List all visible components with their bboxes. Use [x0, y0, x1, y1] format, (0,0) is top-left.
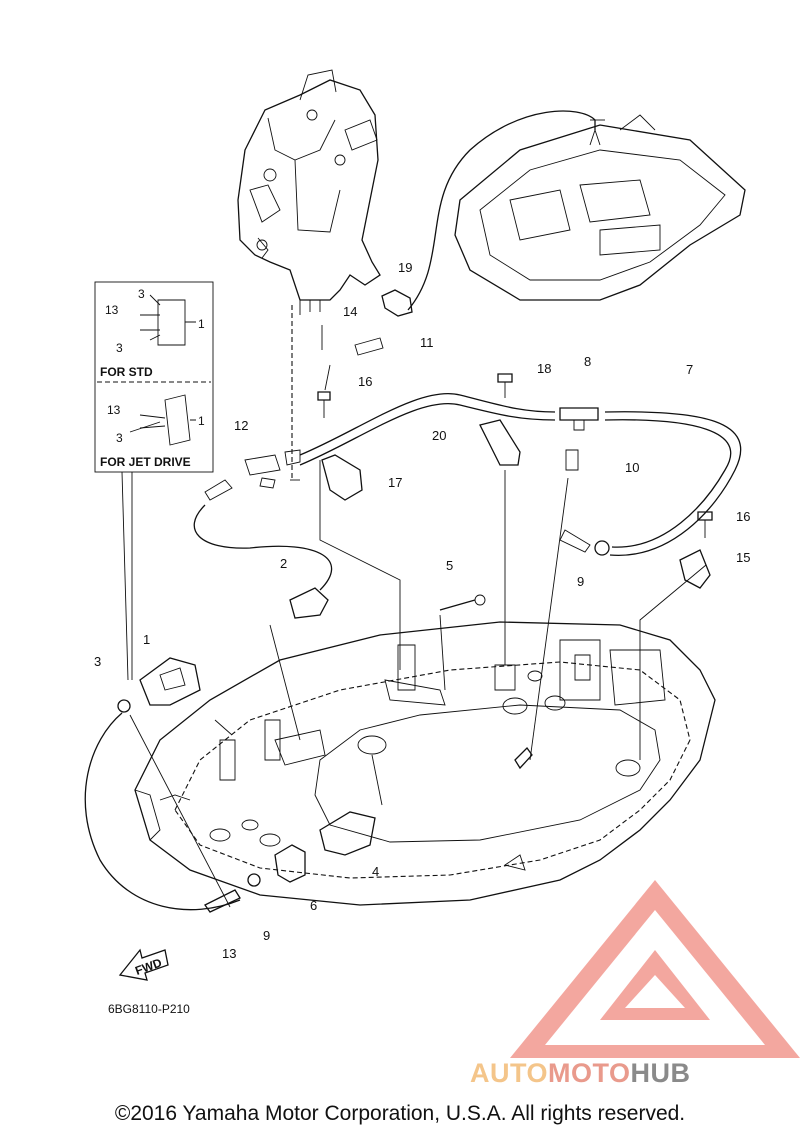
callout-16-right: 16 — [736, 509, 750, 524]
inset-std — [94, 281, 214, 473]
copyright-notice: ©2016 Yamaha Motor Corporation, U.S.A. A… — [114, 1102, 686, 1125]
watermark-hub: HUB — [630, 1058, 691, 1088]
inset-leader — [121, 471, 133, 681]
part-number: 6BG8110-P210 — [108, 1002, 190, 1016]
watermark-moto: MOTO — [548, 1058, 631, 1088]
fwd-arrow-icon — [118, 948, 169, 981]
inset-jet-label-1: 1 — [198, 414, 205, 428]
fwd-label: FWD — [133, 955, 164, 978]
callout-6: 6 — [310, 898, 317, 913]
callout-7: 7 — [686, 362, 693, 377]
callout-12: 12 — [234, 418, 248, 433]
inset-std-label-3a: 3 — [138, 287, 145, 301]
parts — [117, 289, 713, 913]
callout-9-lower: 9 — [263, 928, 270, 943]
inset-jet-label-13: 13 — [107, 403, 121, 417]
callout-9-upper: 9 — [577, 574, 584, 589]
callout-1: 1 — [143, 632, 150, 647]
callout-14: 14 — [343, 304, 357, 319]
callout-10: 10 — [625, 460, 639, 475]
inset-std-label-3b: 3 — [116, 341, 123, 355]
inset-jet-label-3: 3 — [116, 431, 123, 445]
inset-std-caption: FOR STD — [100, 365, 153, 379]
callout-20: 20 — [432, 428, 446, 443]
callout-8: 8 — [584, 354, 591, 369]
inset-jet-caption: FOR JET DRIVE — [100, 455, 191, 469]
hoses — [84, 110, 742, 911]
watermark-auto: AUTO — [470, 1058, 549, 1088]
engine-block — [237, 69, 381, 481]
callout-13: 13 — [222, 946, 236, 961]
callout-15: 15 — [736, 550, 750, 565]
callout-18: 18 — [537, 361, 551, 376]
callout-11: 11 — [420, 335, 434, 350]
callout-16-upper: 16 — [358, 374, 372, 389]
top-cover — [454, 114, 746, 301]
callout-2: 2 — [280, 556, 287, 571]
inset-jet — [129, 394, 196, 446]
watermark-logo — [510, 880, 800, 1058]
callouts: 1 2 3 4 5 6 7 8 9 9 10 11 12 13 14 15 16… — [94, 260, 750, 1016]
callout-5: 5 — [446, 558, 453, 573]
inset-std-label-13: 13 — [105, 303, 119, 317]
watermark-text: AUTOMOTOHUB — [470, 1058, 691, 1089]
callout-3: 3 — [94, 654, 101, 669]
callout-17: 17 — [388, 475, 402, 490]
bottom-cowling — [134, 621, 716, 906]
callout-19: 19 — [398, 260, 412, 275]
inset-std-label-1: 1 — [198, 317, 205, 331]
callout-4: 4 — [372, 864, 379, 879]
